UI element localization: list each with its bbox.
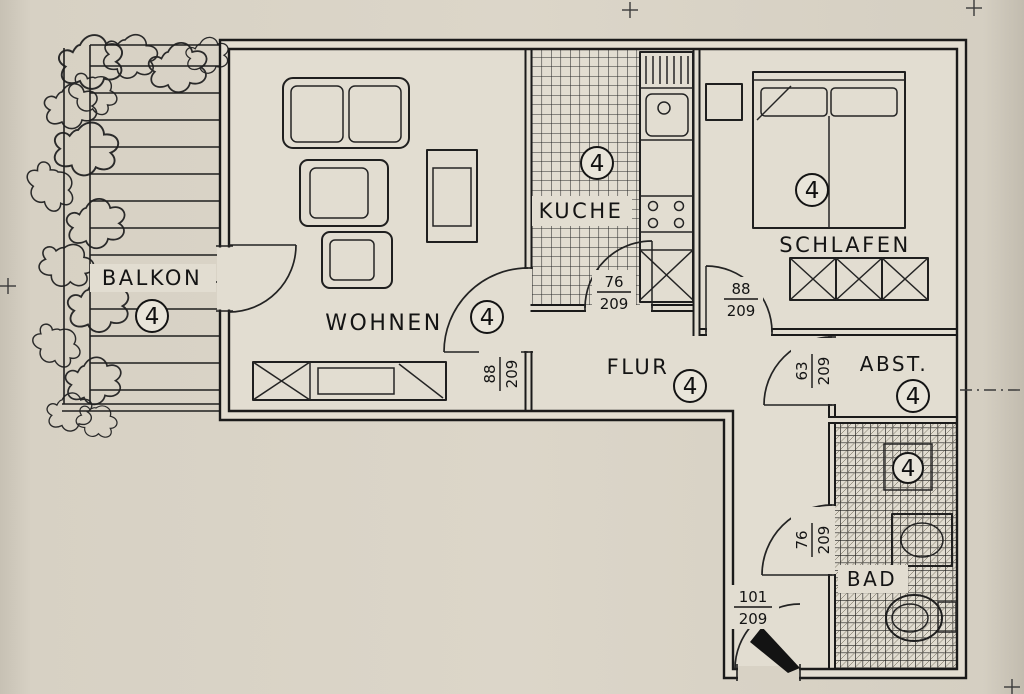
room-label-abst: ABST. xyxy=(860,352,928,376)
room-marker-wohnen: 4 xyxy=(470,300,504,334)
apartment-interior xyxy=(220,40,966,678)
armchair-seat xyxy=(309,167,369,219)
svg-text:209: 209 xyxy=(727,302,756,320)
room-label-bad: BAD xyxy=(847,567,897,591)
room-label-kueche: KUCHE xyxy=(539,199,624,223)
side-table xyxy=(426,149,478,243)
room-marker-schlafen: 4 xyxy=(795,173,829,207)
balcony: BALKON 4 xyxy=(62,44,220,412)
door-dimension-wohnen: 88 209 xyxy=(479,340,521,408)
living-door-arc xyxy=(443,267,529,353)
bath-door-arc xyxy=(761,504,833,576)
svg-text:209: 209 xyxy=(503,360,521,389)
room-label-schlafen: SCHLAFEN xyxy=(779,233,910,257)
entry-door: 101 209 xyxy=(727,585,801,673)
marker-circle xyxy=(470,300,504,334)
balcony-deck-stripes xyxy=(62,44,220,412)
bedroom: SCHLAFEN 4 88 209 xyxy=(705,71,929,333)
bath-sink xyxy=(891,513,953,567)
room-label-balkon: BALKON xyxy=(102,266,202,290)
door-dimension-kueche: 76 209 xyxy=(592,270,636,314)
sink-drain xyxy=(657,101,671,115)
kitchen-door-arc xyxy=(584,240,653,309)
door-dimension-schlafen: 88 209 xyxy=(719,277,763,321)
svg-text:4: 4 xyxy=(590,151,605,177)
door-dimension-eingang: 101 209 xyxy=(727,585,779,629)
balcony-label-band xyxy=(90,264,216,292)
room-marker-flur: 4 xyxy=(673,369,707,403)
svg-text:76: 76 xyxy=(793,530,811,549)
svg-text:88: 88 xyxy=(731,280,750,298)
marker-circle xyxy=(580,146,614,180)
kitchen-label-band xyxy=(532,196,632,226)
marker-circle xyxy=(673,369,707,403)
svg-text:209: 209 xyxy=(600,295,629,313)
room-label-wohnen: WOHNEN xyxy=(325,311,442,336)
svg-text:4: 4 xyxy=(145,304,160,330)
svg-text:4: 4 xyxy=(805,178,820,204)
marker-circle xyxy=(892,452,924,484)
svg-text:4: 4 xyxy=(906,384,921,410)
kitchen-tile-floor xyxy=(532,49,640,305)
svg-text:76: 76 xyxy=(604,273,623,291)
marker-circle xyxy=(896,379,930,413)
fridge-vents xyxy=(645,56,689,84)
side-table-top xyxy=(432,167,472,227)
door-dimension-bad: 76 209 xyxy=(791,507,833,573)
armchair xyxy=(299,159,389,227)
kitchen: KUCHE 4 76 209 xyxy=(532,51,694,314)
sofa-cushion xyxy=(290,85,344,143)
svg-text:88: 88 xyxy=(481,364,499,383)
svg-text:63: 63 xyxy=(793,361,811,380)
svg-text:209: 209 xyxy=(739,610,768,628)
room-marker-abst: 4 xyxy=(896,379,930,413)
entry-door-leaf xyxy=(750,627,800,673)
balcony-door-arc xyxy=(228,244,297,313)
bath-marker-box xyxy=(883,443,933,491)
sideboard xyxy=(252,361,447,401)
door-dimension-abst: 63 209 xyxy=(791,338,833,404)
nightstand xyxy=(705,83,743,121)
living-room: WOHNEN 4 88 209 xyxy=(228,77,529,408)
stove-burners xyxy=(647,200,685,229)
storage-room: ABST. 4 63 209 xyxy=(763,336,930,413)
chair-seat xyxy=(329,239,375,281)
room-label-flur: FLUR xyxy=(607,355,670,379)
marker-circle xyxy=(795,173,829,207)
kitchen-counter xyxy=(639,51,694,303)
svg-text:209: 209 xyxy=(815,526,833,555)
sofa-cushion xyxy=(348,85,402,143)
wardrobe xyxy=(789,257,929,301)
svg-text:4: 4 xyxy=(683,374,698,400)
toilet xyxy=(885,594,957,642)
vegetation-sketch xyxy=(18,26,229,446)
chair xyxy=(321,231,393,289)
sofa xyxy=(282,77,410,149)
svg-text:4: 4 xyxy=(480,305,495,331)
svg-text:4: 4 xyxy=(901,456,916,482)
bathroom: 4 BAD 76 209 xyxy=(761,443,957,642)
room-marker-bad: 4 xyxy=(892,452,924,484)
bath-label-band xyxy=(838,565,908,593)
room-marker-balkon: 4 xyxy=(135,299,169,333)
svg-text:209: 209 xyxy=(815,357,833,386)
bed xyxy=(752,71,906,229)
marker-circle xyxy=(135,299,169,333)
room-marker-kueche: 4 xyxy=(580,146,614,180)
hallway: FLUR 4 xyxy=(607,355,707,403)
sink xyxy=(645,93,689,137)
svg-text:101: 101 xyxy=(739,588,768,606)
